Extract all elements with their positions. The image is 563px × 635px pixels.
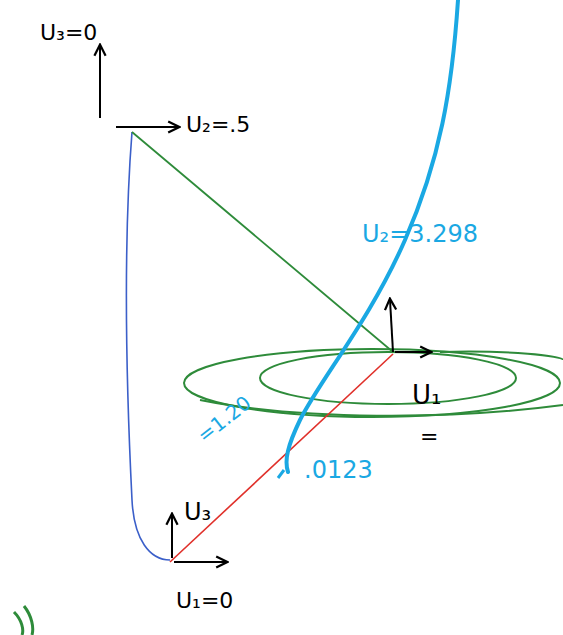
green-line: [132, 132, 393, 352]
corner-strokes: [14, 606, 33, 635]
velocity-label: U₂=.5: [186, 114, 250, 136]
velocity-label: U₁: [412, 382, 441, 408]
velocity-label: U₃=0: [40, 22, 97, 44]
red-line: [170, 354, 393, 562]
velocity-value: .0123: [304, 458, 373, 482]
equals-sign: =: [420, 426, 438, 448]
cyan-tick: [278, 470, 284, 478]
velocity-arrows-middle: [390, 300, 430, 352]
velocity-label: U₃: [184, 500, 211, 524]
velocity-arrows-top: [100, 46, 178, 127]
velocity-label: U₁=0: [176, 590, 233, 612]
blue-line: [127, 132, 170, 560]
velocity-value: U₂=3.298: [362, 222, 478, 246]
